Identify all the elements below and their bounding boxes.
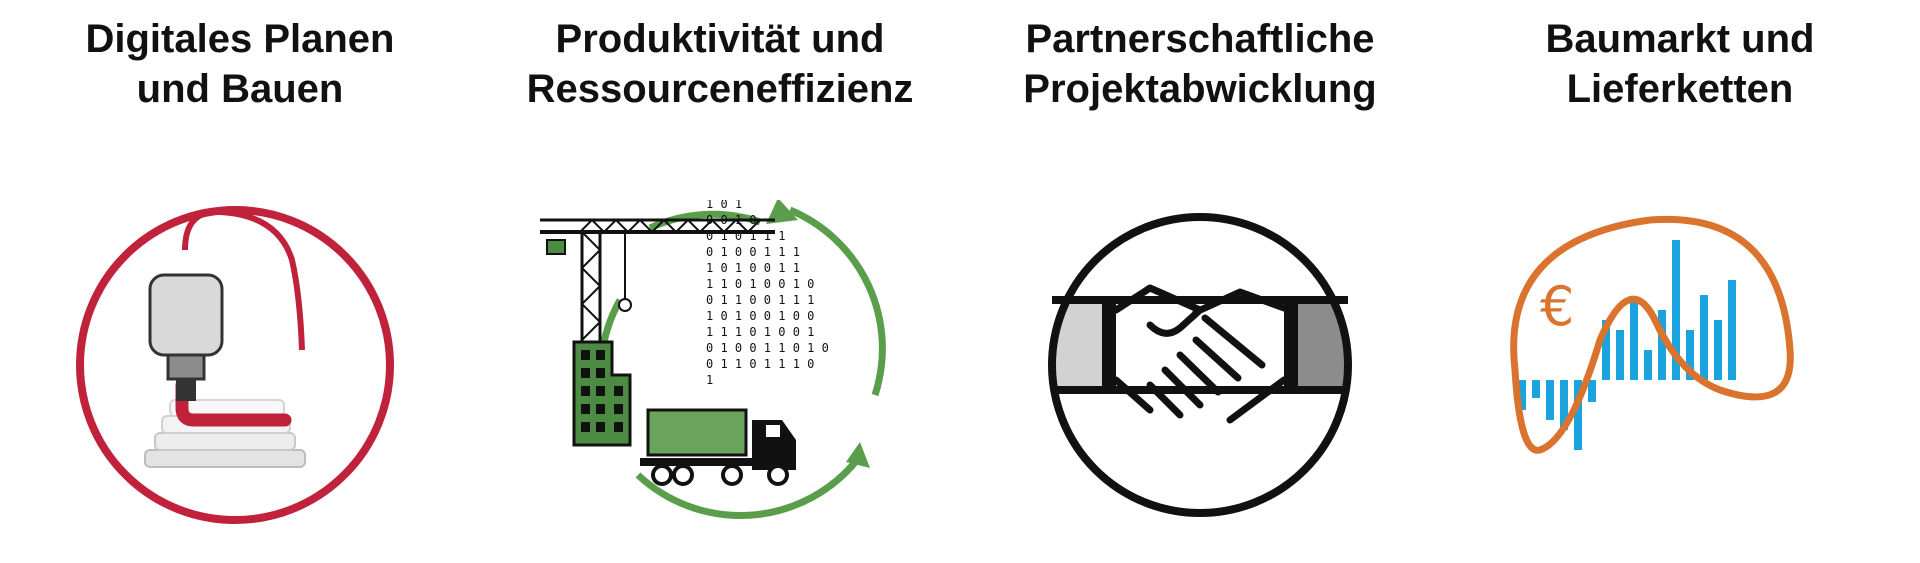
binary-row: 0 0 1 0 (706, 213, 757, 227)
binary-row: 1 1 1 0 1 0 0 1 (706, 325, 814, 339)
topic-title-line2: Projektabwicklung (1023, 67, 1377, 111)
euro-symbol: € (1540, 275, 1574, 338)
binary-row: 1 0 1 0 0 1 0 0 (706, 309, 814, 323)
topic-market: Baumarkt und Lieferketten € (1440, 0, 1920, 563)
binary-row: 0 1 1 0 1 1 1 0 (706, 357, 814, 371)
binary-row: 0 1 0 1 1 1 (706, 229, 785, 243)
binary-row: 1 0 1 0 0 1 1 (706, 261, 800, 275)
topic-title-line1: Baumarkt und (1545, 17, 1815, 61)
topic-title-line2: Ressourceneffizienz (526, 67, 914, 111)
binary-row: 0 1 1 0 0 1 1 1 (706, 293, 814, 307)
market-chart-euro-icon: € (1510, 215, 1794, 454)
topic-title: Digitales Planen und Bauen (0, 14, 480, 114)
topic-productivity: Produktivität und Ressourceneffizienz (480, 0, 960, 563)
topic-digital-planning: Digitales Planen und Bauen (0, 0, 480, 563)
3d-printer-nozzle-icon (76, 206, 394, 524)
binary-row: 0 1 0 0 1 1 0 1 0 (706, 341, 829, 355)
handshake-icon (1048, 213, 1352, 517)
topic-title-line2: Lieferketten (1566, 67, 1794, 111)
topic-title: Produktivität und Ressourceneffizienz (480, 14, 960, 114)
topic-title-line2: und Bauen (136, 67, 344, 111)
topic-title: Baumarkt und Lieferketten (1440, 14, 1920, 114)
topic-title-line1: Digitales Planen (85, 17, 395, 61)
binary-row: 0 1 0 0 1 1 1 (706, 245, 800, 259)
topic-title-line1: Partnerschaftliche (1025, 17, 1375, 61)
topic-partnership: Partnerschaftliche Projektabwicklung (960, 0, 1440, 563)
topic-title: Partnerschaftliche Projektabwicklung (960, 14, 1440, 114)
binary-row: 1 1 0 1 0 0 1 0 (706, 277, 814, 291)
binary-row: 1 (706, 373, 713, 387)
binary-row: 1 0 1 (706, 200, 742, 211)
topic-title-line1: Produktivität und (555, 17, 885, 61)
crane-building-truck-cycle-icon: 1 0 1 0 0 1 0 0 1 0 1 1 1 0 1 0 0 1 1 1 … (540, 200, 886, 519)
